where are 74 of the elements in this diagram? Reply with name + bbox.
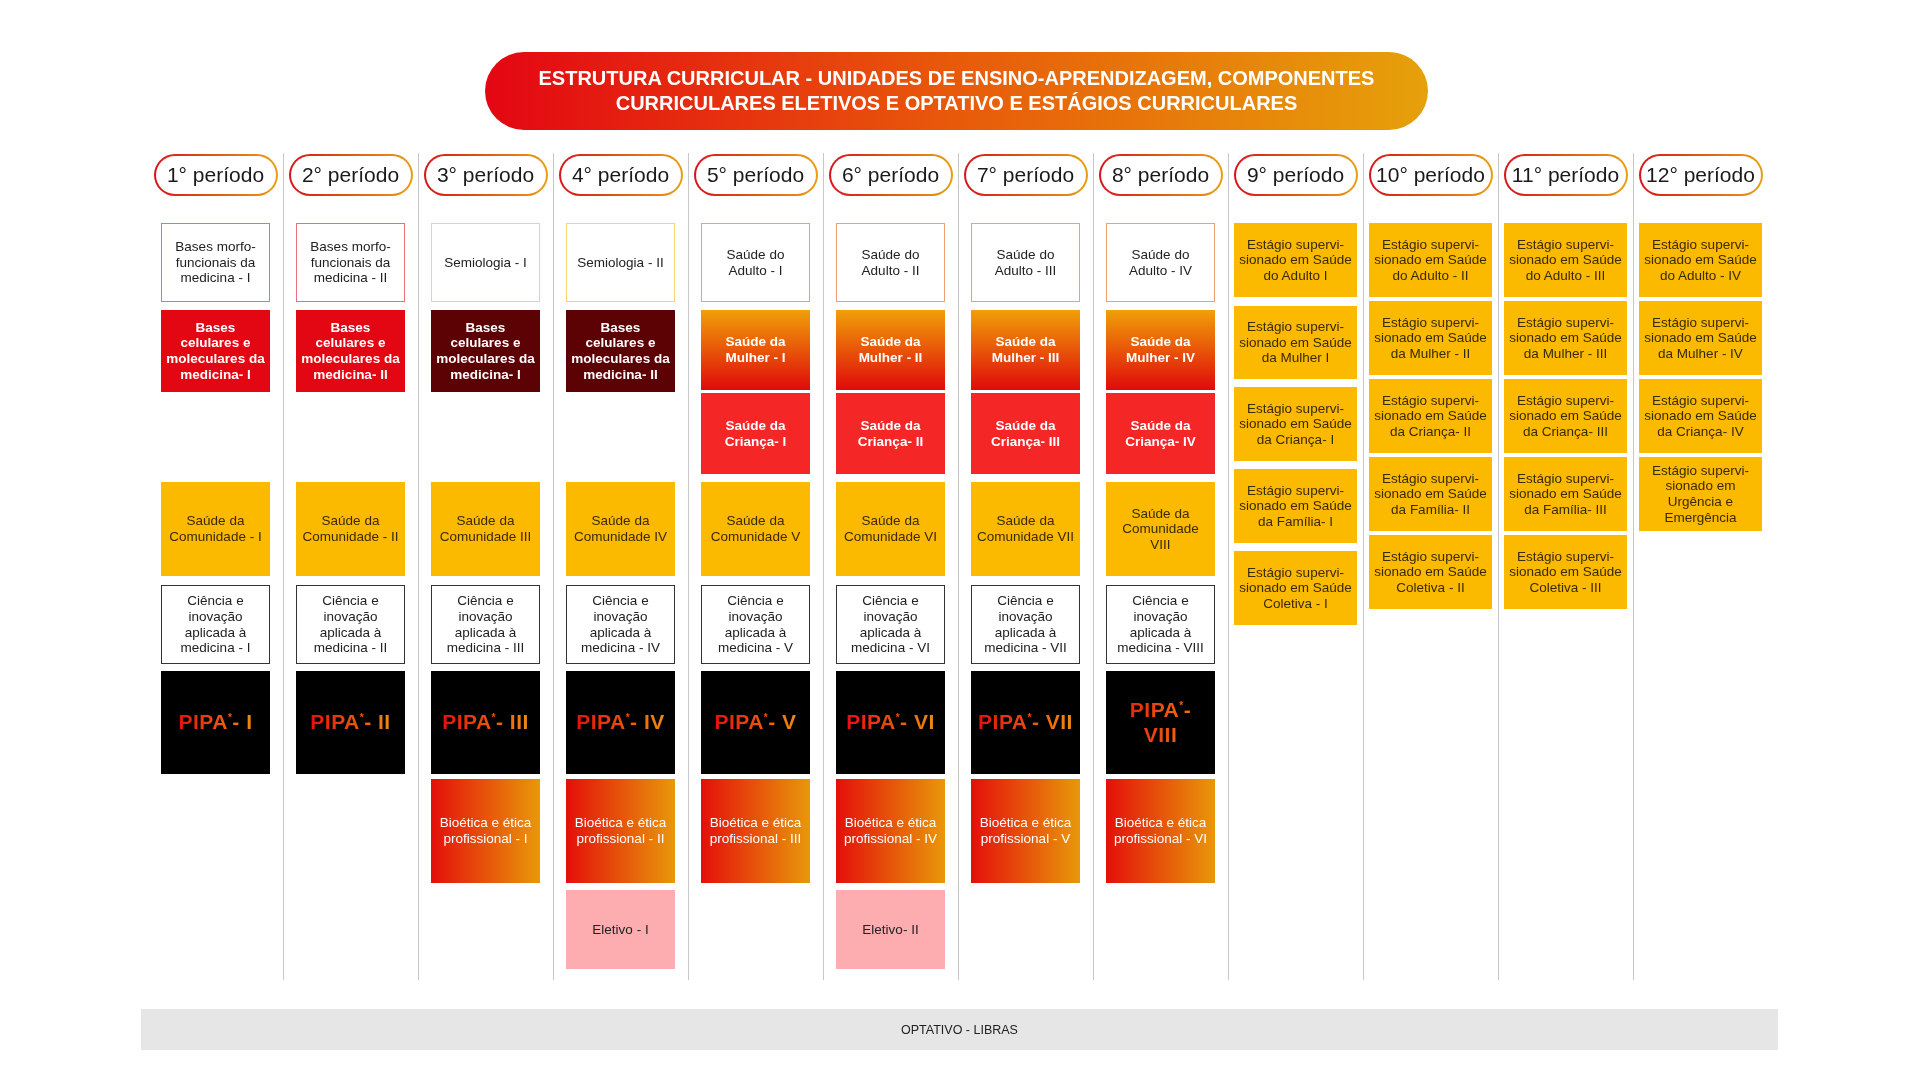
- course-box: Saúde da Mulher - II: [836, 310, 945, 390]
- pipa-box: PIPA$^{*}$- I: [161, 671, 270, 774]
- internship-box: Estágio supervi- sionado em Saúde da Criança- II: [1369, 379, 1492, 453]
- pipa-box: PIPA$^{*}$- III: [431, 671, 540, 774]
- course-box: Saúde da Comunidade - II: [296, 482, 405, 576]
- title: ESTRUTURA CURRICULAR - UNIDADES DE ENSINO-APRENDIZAGEM, COMPONENTES CURRICULARES ELETIVOS E OPTATIVO E ESTÁGIOS CURRICULARES: [537, 66, 1376, 116]
- pipa-box: PIPA$^{*}$- IV: [566, 671, 675, 774]
- course-box: Saúde do Adulto - IV: [1106, 223, 1215, 302]
- course-box: Bioética e ética profissional - III: [701, 779, 810, 883]
- course-box: Semiologia - I: [431, 223, 540, 302]
- course-box: Saúde da Comunidade III: [431, 482, 540, 576]
- course-box: Bases celulares e moleculares da medicina- I: [431, 310, 540, 392]
- course-box: Ciência e inovação aplicada à medicina - VI: [836, 585, 945, 664]
- course-box: Ciência e inovação aplicada à medicina - VIII: [1106, 585, 1215, 664]
- internship-box: Estágio supervi- sionado em Saúde Coletiva - II: [1369, 535, 1492, 609]
- internship-box: Estágio supervi- sionado em Urgência e Emergência: [1639, 457, 1762, 531]
- course-box: Bases morfo- funcionais da medicina - II: [296, 223, 405, 302]
- course-box: Ciência e inovação aplicada à medicina - III: [431, 585, 540, 664]
- optional-band: [141, 1009, 1778, 1050]
- course-box: Saúde da Comunidade IV: [566, 482, 675, 576]
- course-box: Bioética e ética profissional - V: [971, 779, 1080, 883]
- course-box: Saúde do Adulto - I: [701, 223, 810, 302]
- internship-box: Estágio supervi- sionado em Saúde da Mulher I: [1234, 306, 1357, 379]
- course-box: Saúde da Criança- III: [971, 393, 1080, 474]
- pipa-box: PIPA$^{*}$- II: [296, 671, 405, 774]
- internship-box: Estágio supervi- sionado em Saúde da Criança- I: [1234, 387, 1357, 461]
- course-box: Saúde da Comunidade - I: [161, 482, 270, 576]
- course-box: Bioética e ética profissional - I: [431, 779, 540, 883]
- band-label: OPTATIVO - LIBRAS: [901, 1022, 1018, 1037]
- internship-box: Estágio supervi- sionado em Saúde da Família- III: [1504, 457, 1627, 531]
- course-box: Bioética e ética profissional - VI: [1106, 779, 1215, 883]
- course-box: Saúde do Adulto - III: [971, 223, 1080, 302]
- pipa-box: PIPA$^{*}$- VI: [836, 671, 945, 774]
- internship-box: Estágio supervi- sionado em Saúde Coletiva - I: [1234, 551, 1357, 625]
- course-box: Saúde da Comunidade VII: [971, 482, 1080, 576]
- pipa-box: PIPA$^{*}$- VIII: [1106, 671, 1215, 774]
- internship-box: Estágio supervi- sionado em Saúde do Adulto - IV: [1639, 223, 1762, 297]
- internship-box: Estágio supervi- sionado em Saúde do Adulto - II: [1369, 223, 1492, 297]
- internship-box: Estágio supervi- sionado em Saúde da Mulher - III: [1504, 301, 1627, 375]
- internship-box: Estágio supervi- sionado em Saúde da Família- II: [1369, 457, 1492, 531]
- course-box: Saúde da Mulher - I: [701, 310, 810, 390]
- course-box: Bioética e ética profissional - II: [566, 779, 675, 883]
- course-box: Saúde da Comunidade VI: [836, 482, 945, 576]
- internship-box: Estágio supervi- sionado em Saúde Coletiva - III: [1504, 535, 1627, 609]
- pipa-box: PIPA$^{*}$- V: [701, 671, 810, 774]
- elective-box: Eletivo- II: [836, 890, 945, 969]
- course-box: Ciência e inovação aplicada à medicina - V: [701, 585, 810, 664]
- course-box: Saúde do Adulto - II: [836, 223, 945, 302]
- course-box: Ciência e inovação aplicada à medicina - IV: [566, 585, 675, 664]
- course-box: Saúde da Comunidade V: [701, 482, 810, 576]
- course-box: Ciência e inovação aplicada à medicina - I: [161, 585, 270, 664]
- pipa-box: PIPA$^{*}$- VII: [971, 671, 1080, 774]
- course-box: Saúde da Mulher - IV: [1106, 310, 1215, 390]
- internship-box: Estágio supervi- sionado em Saúde da Criança- III: [1504, 379, 1627, 453]
- course-box: Ciência e inovação aplicada à medicina - VII: [971, 585, 1080, 664]
- course-box: Semiologia - II: [566, 223, 675, 302]
- internship-box: Estágio supervi- sionado em Saúde do Adulto - III: [1504, 223, 1627, 297]
- internship-box: Estágio supervi- sionado em Saúde da Criança- IV: [1639, 379, 1762, 453]
- internship-box: Estágio supervi- sionado em Saúde do Adulto I: [1234, 223, 1357, 297]
- course-box: Bases celulares e moleculares da medicina- II: [296, 310, 405, 392]
- course-box: Bioética e ética profissional - IV: [836, 779, 945, 883]
- internship-box: Estágio supervi- sionado em Saúde da Família- I: [1234, 469, 1357, 543]
- internship-box: Estágio supervi- sionado em Saúde da Mulher - II: [1369, 301, 1492, 375]
- course-box: Saúde da Comunidade VIII: [1106, 482, 1215, 576]
- course-box: Saúde da Criança- IV: [1106, 393, 1215, 474]
- course-box: Bases celulares e moleculares da medicina- II: [566, 310, 675, 392]
- course-box: Bases celulares e moleculares da medicina- I: [161, 310, 270, 392]
- course-box: Bases morfo- funcionais da medicina - I: [161, 223, 270, 302]
- course-box: Saúde da Criança- I: [701, 393, 810, 474]
- course-box: Ciência e inovação aplicada à medicina - II: [296, 585, 405, 664]
- elective-box: Eletivo - I: [566, 890, 675, 969]
- course-box: Saúde da Criança- II: [836, 393, 945, 474]
- internship-box: Estágio supervi- sionado em Saúde da Mulher - IV: [1639, 301, 1762, 375]
- course-box: Saúde da Mulher - III: [971, 310, 1080, 390]
